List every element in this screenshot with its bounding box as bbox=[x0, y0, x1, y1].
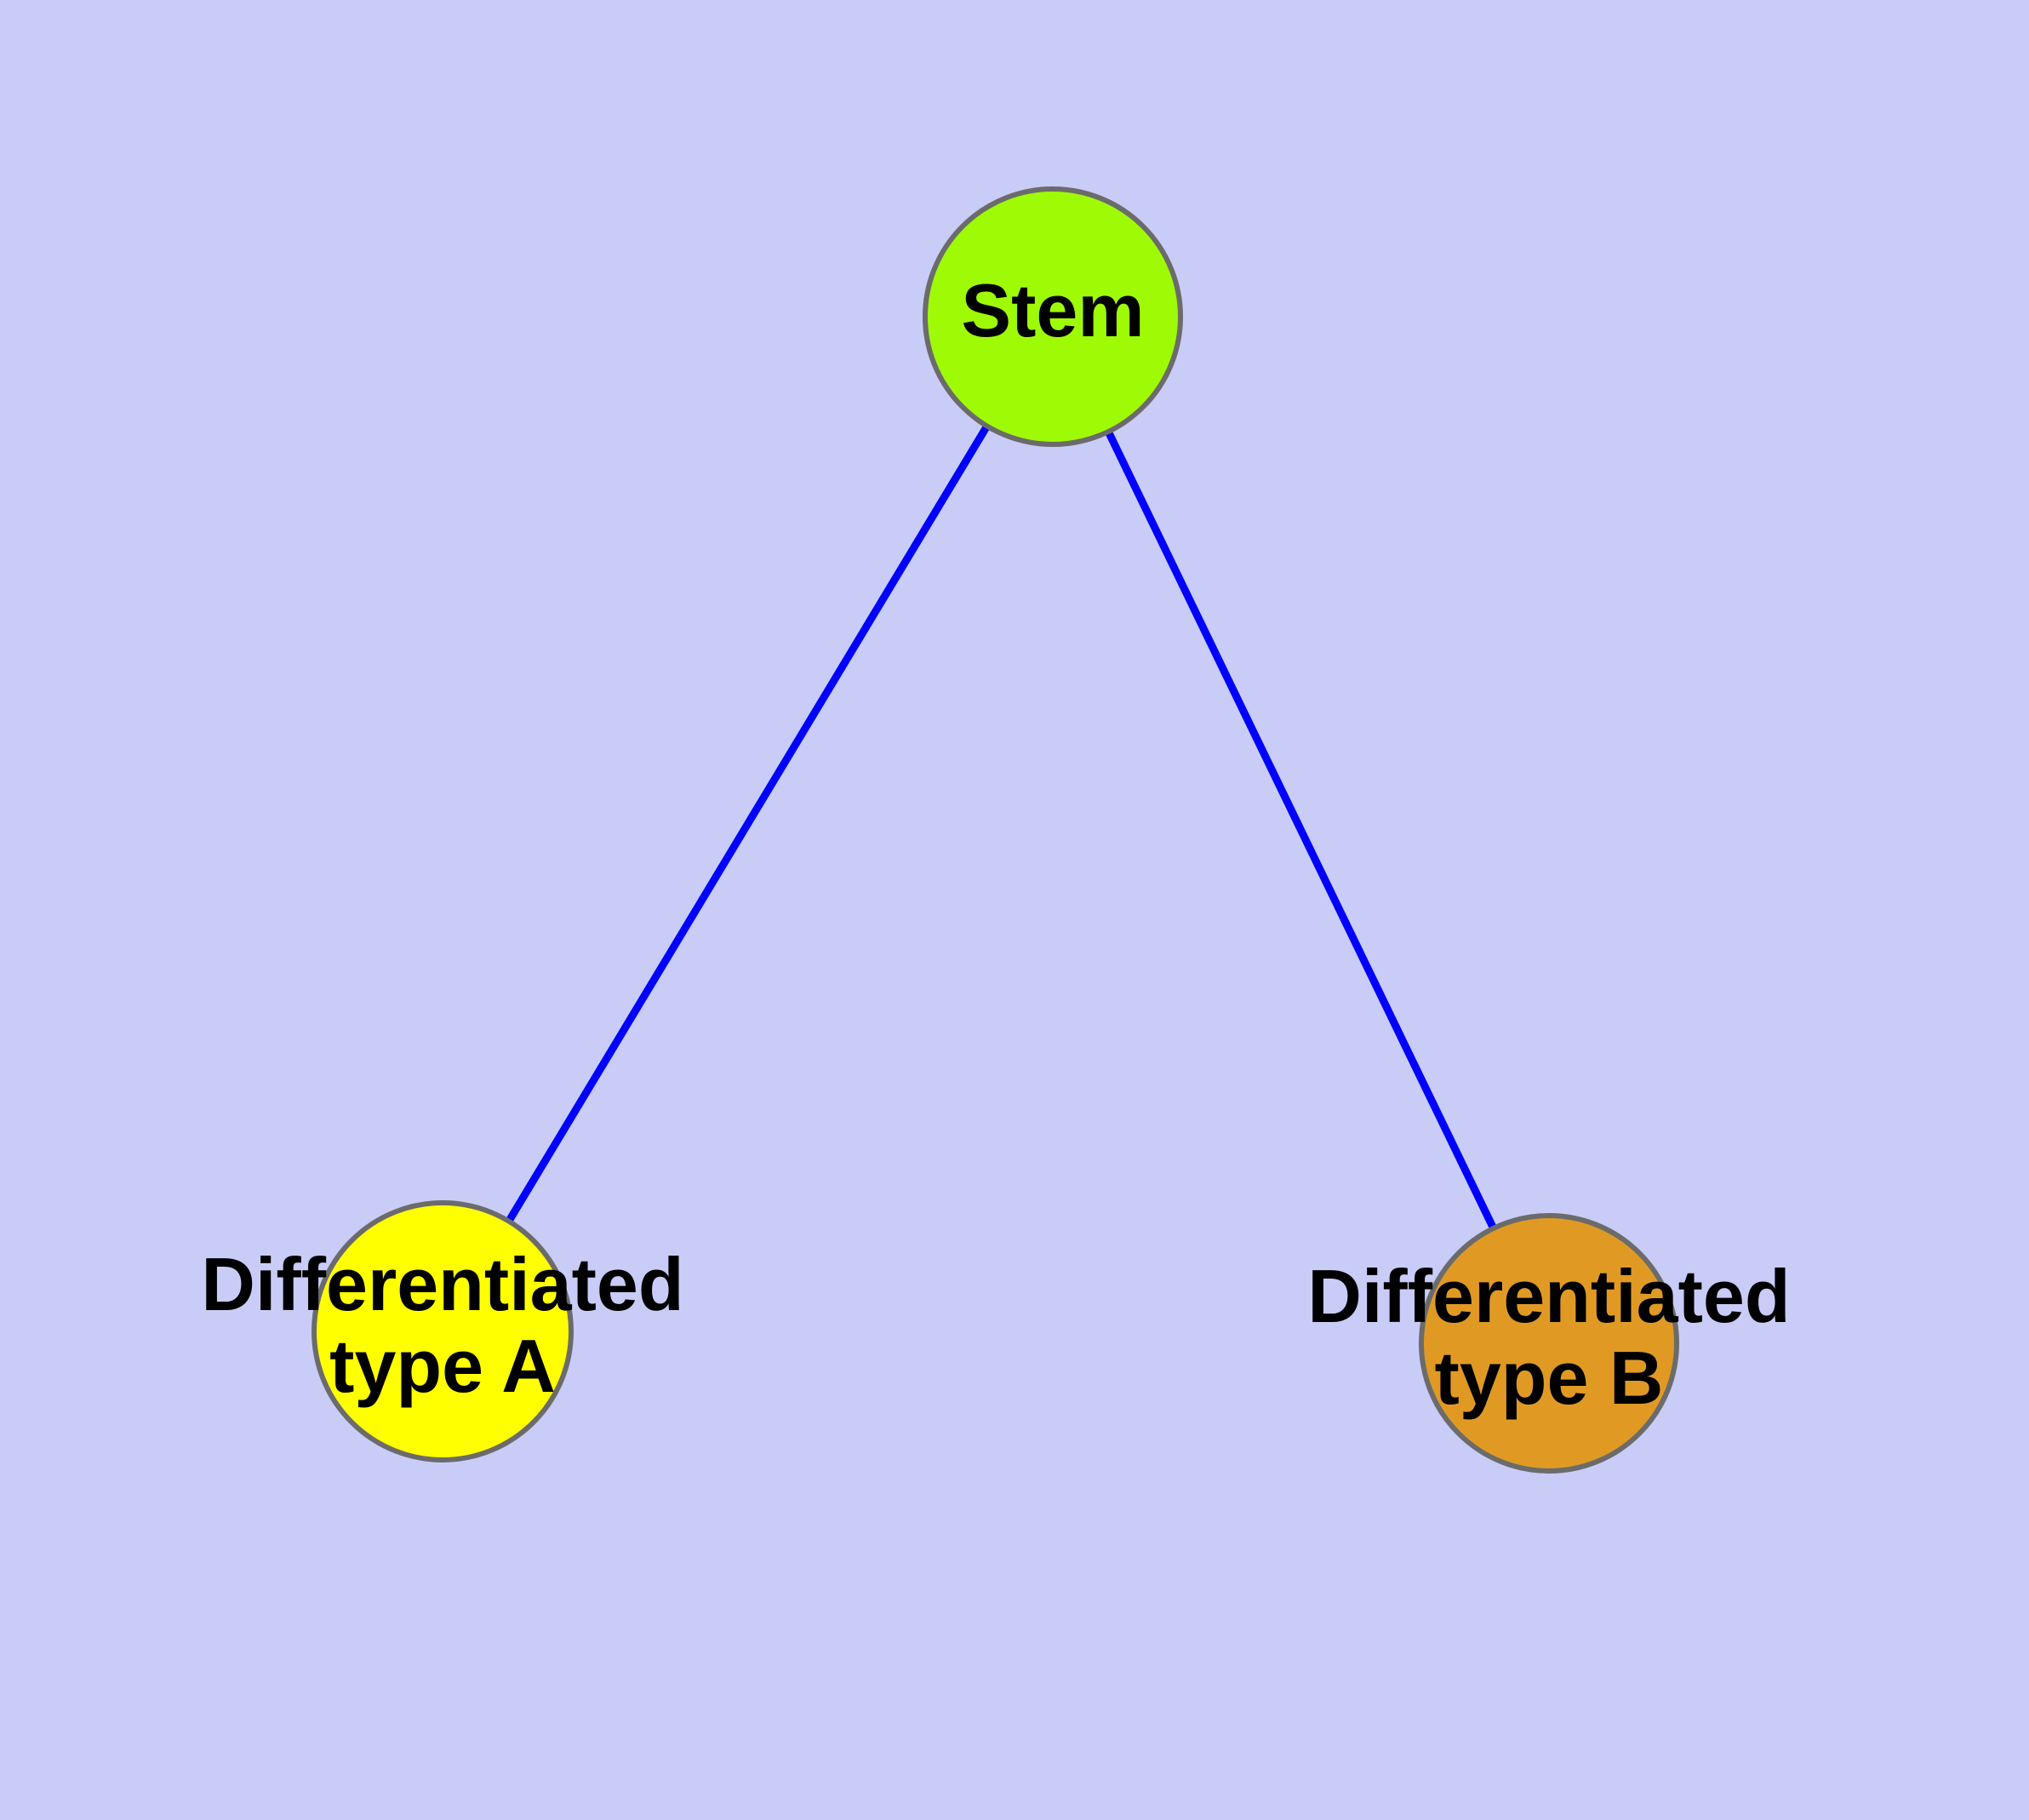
node-circle-diff_a[interactable] bbox=[311, 1200, 574, 1462]
edges-layer bbox=[504, 422, 1498, 1232]
node-label-line: type A bbox=[329, 1324, 556, 1408]
node-label-stem: Stem bbox=[961, 268, 1144, 352]
graph-edge-stem-diff_a[interactable] bbox=[504, 422, 992, 1225]
node-label-line: Stem bbox=[961, 268, 1144, 352]
node-label-line: type B bbox=[1435, 1336, 1664, 1420]
graph-node-stem[interactable]: Stem bbox=[923, 186, 1183, 447]
node-label-line: Differentiated bbox=[201, 1242, 683, 1326]
node-label-line: Differentiated bbox=[1307, 1254, 1790, 1338]
node-circle-stem[interactable] bbox=[923, 186, 1183, 447]
node-circle-diff_b[interactable] bbox=[1419, 1213, 1679, 1474]
graph-edge-stem-diff_b[interactable] bbox=[1104, 428, 1498, 1232]
